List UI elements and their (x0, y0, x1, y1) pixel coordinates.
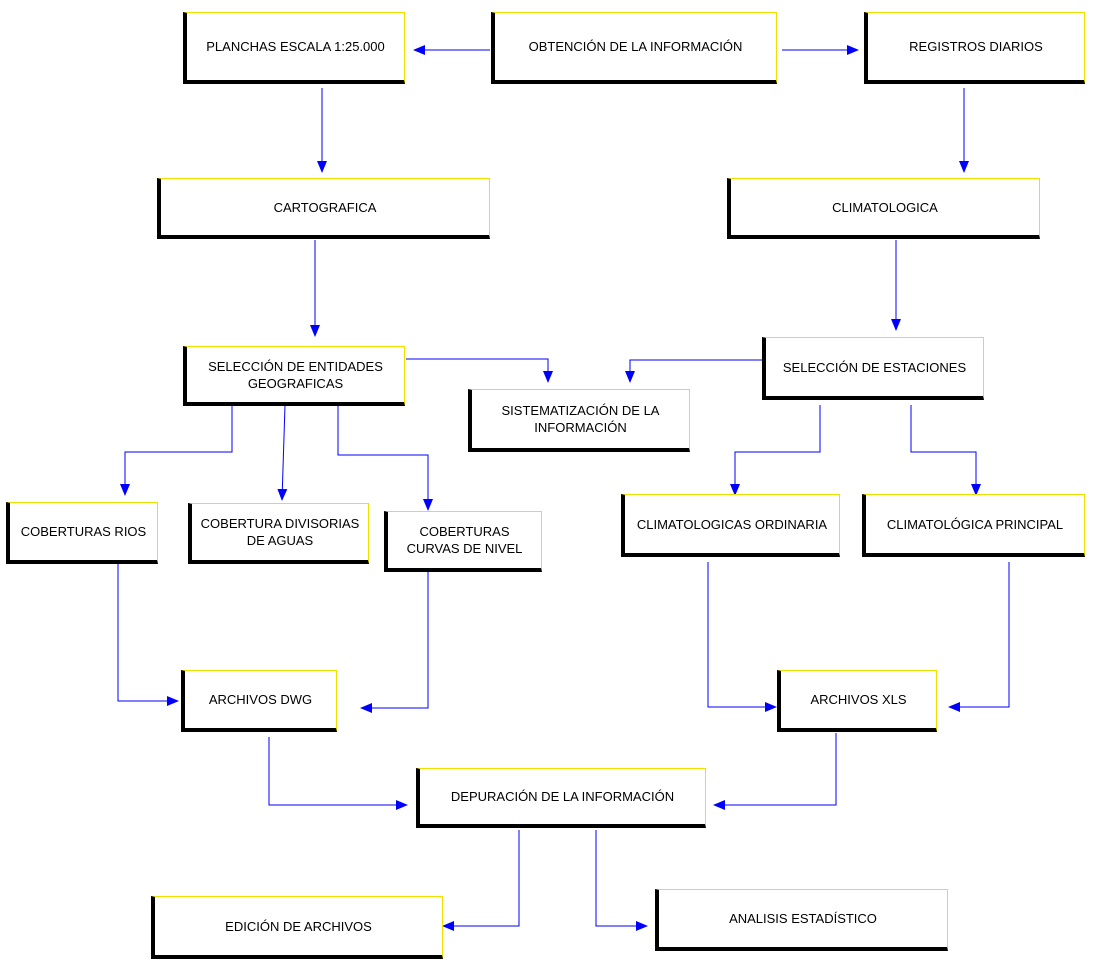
arrow-principal-to-archivos-xls (948, 562, 1010, 712)
node-cobertura-divisorias: COBERTURA DIVISORIAS DE AGUAS (188, 503, 369, 564)
arrow-seleccion-entidades-to-sistematizacion (406, 358, 553, 383)
arrow-ordinaria-to-archivos-xls (707, 562, 777, 712)
node-registros: REGISTROS DIARIOS (864, 12, 1085, 84)
arrow-estaciones-to-clim-principal (910, 405, 981, 496)
node-edicion: EDICIÓN DE ARCHIVOS (151, 896, 443, 959)
node-archivos-xls: ARCHIVOS XLS (777, 670, 937, 732)
node-climatologica: CLIMATOLOGICA (727, 178, 1040, 239)
node-coberturas-curvas: COBERTURAS CURVAS DE NIVEL (384, 511, 542, 572)
node-sistematizacion: SISTEMATIZACIÓN DE LA INFORMACIÓN (468, 389, 690, 452)
arrow-entidades-to-coberturas-curvas (337, 405, 433, 511)
node-seleccion-estaciones: SELECCIÓN DE ESTACIONES (762, 337, 984, 400)
node-depuracion: DEPURACIÓN DE LA INFORMACIÓN (416, 768, 706, 828)
arrow-entidades-to-cobertura-divisorias (277, 404, 288, 501)
arrow-seleccion-estaciones-to-sistematizacion (625, 359, 762, 383)
node-clim-principal: CLIMATOLÓGICA PRINCIPAL (862, 494, 1085, 557)
arrow-curvas-to-archivos-dwg (360, 572, 429, 713)
node-cartografica: CARTOGRAFICA (157, 178, 490, 239)
node-obtencion: OBTENCIÓN DE LA INFORMACIÓN (491, 12, 777, 84)
node-archivos-dwg: ARCHIVOS DWG (181, 670, 337, 732)
arrow-xls-to-depuracion (713, 733, 837, 810)
arrow-dwg-to-depuracion (268, 737, 408, 810)
node-seleccion-entidades: SELECCIÓN DE ENTIDADES GEOGRAFICAS (183, 346, 405, 406)
arrow-depuracion-to-analisis (595, 830, 648, 931)
node-planchas: PLANCHAS ESCALA 1:25.000 (183, 12, 405, 84)
arrow-estaciones-to-clim-ordinaria (730, 405, 821, 496)
node-coberturas-rios: COBERTURAS RIOS (6, 502, 158, 564)
arrow-depuracion-to-edicion (442, 830, 520, 931)
node-clim-ordinaria: CLIMATOLOGICAS ORDINARIA (621, 494, 840, 557)
node-analisis: ANALISIS ESTADÍSTICO (655, 889, 948, 951)
arrow-entidades-to-coberturas-rios (120, 405, 233, 496)
arrow-rios-to-archivos-dwg (117, 564, 179, 706)
